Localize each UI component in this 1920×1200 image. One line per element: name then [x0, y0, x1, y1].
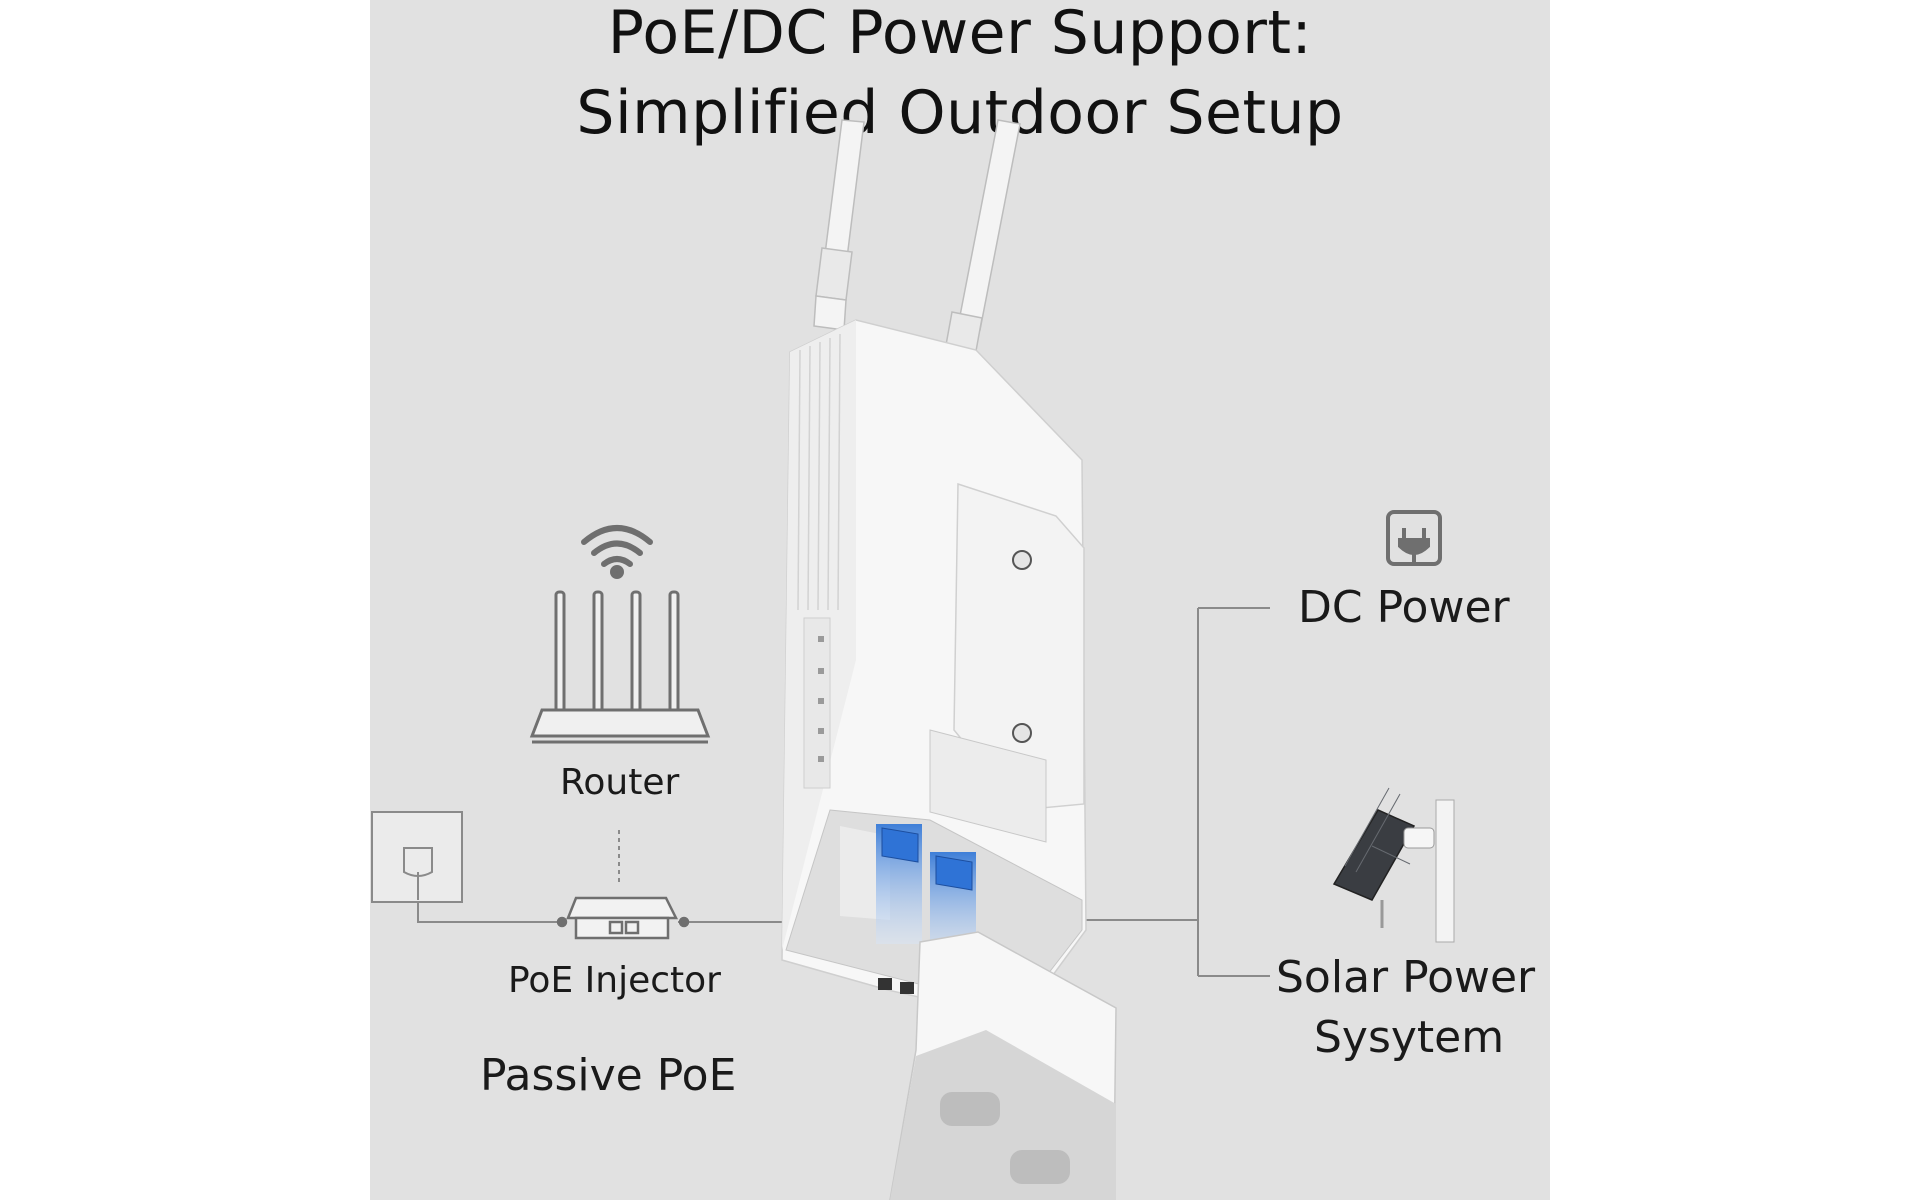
solar-power-label-line-1: Solar Power	[1276, 952, 1536, 1003]
poe-injector-label: PoE Injector	[508, 960, 721, 1001]
wifi-icon	[581, 525, 653, 579]
router-label: Router	[560, 762, 680, 803]
headline-line-2: Simplified Outdoor Setup	[576, 78, 1344, 148]
solar-panel-icon	[1332, 787, 1455, 943]
router-icon	[529, 590, 711, 744]
passive-poe-label: Passive PoE	[480, 1050, 737, 1101]
connection-lines	[417, 607, 1270, 977]
solar-power-label-line-2: Sysytem	[1314, 1012, 1505, 1063]
product-illustration-panel: PoE/DC Power Support: Simplified Outdoor…	[370, 0, 1550, 1200]
diagram-graphics	[371, 119, 1455, 1200]
power-plug-icon	[1386, 510, 1442, 566]
headline-line-1: PoE/DC Power Support:	[607, 0, 1313, 68]
port-cover	[889, 931, 1117, 1200]
poe-injector-icon	[556, 896, 690, 940]
dc-power-label: DC Power	[1298, 582, 1510, 633]
wall-outlet-icon	[371, 811, 463, 903]
outdoor-access-point-device	[781, 119, 1087, 1021]
